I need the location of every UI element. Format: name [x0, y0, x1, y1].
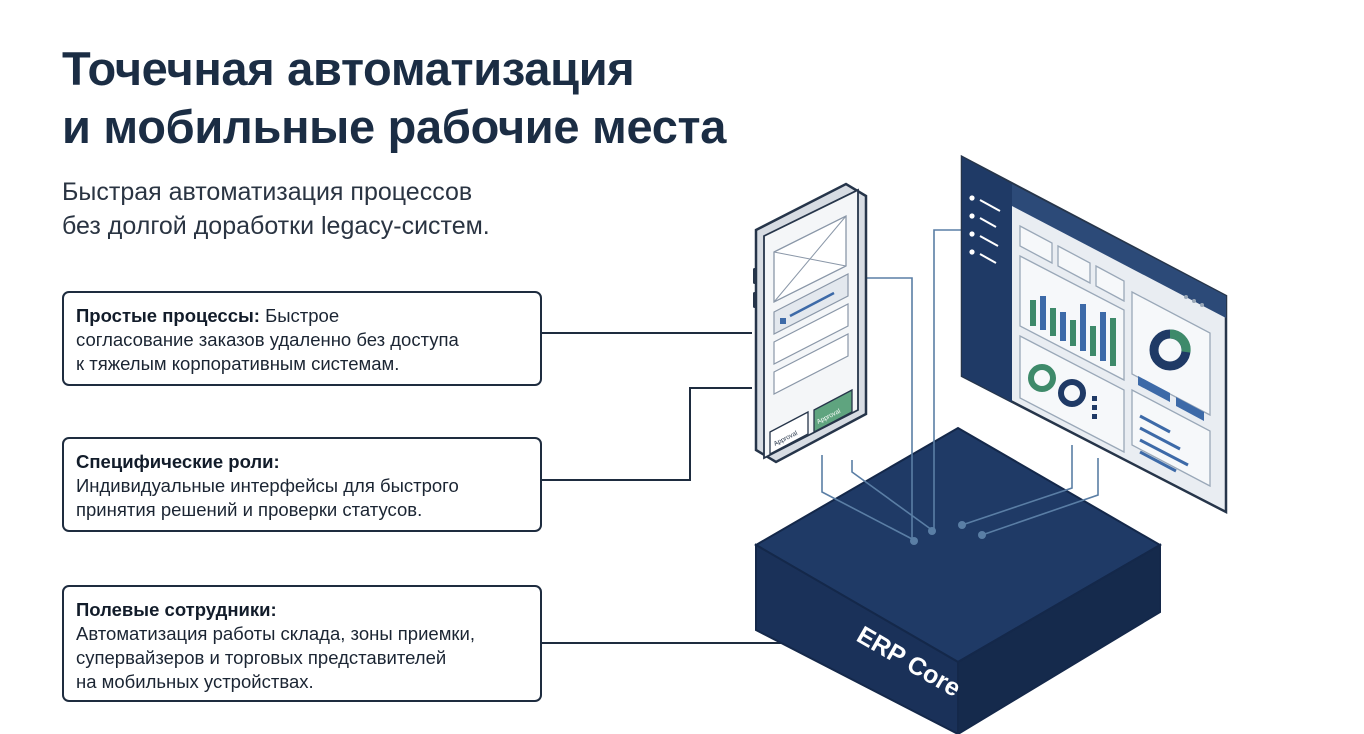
connector-dot [958, 521, 966, 529]
card-lead: Быстрое [259, 305, 340, 326]
phone-list-item [773, 303, 849, 365]
card-specific-roles: Специфические роли: Индивидуальные интер… [62, 437, 542, 532]
card-connectors [542, 332, 800, 644]
phone-approval-button-left [769, 410, 809, 456]
page-title: Точечная автоматизация и мобильные рабоч… [62, 40, 726, 156]
phone-list-item [773, 333, 849, 395]
connector-dot [910, 537, 918, 545]
card-heading: Специфические роли: [76, 451, 280, 472]
data-line [961, 445, 1073, 526]
monitor-sidebar [962, 157, 1012, 402]
monitor-list-panel [1131, 388, 1211, 488]
monitor-bars [1030, 296, 1116, 366]
card-text-line: к тяжелым корпоративным системам. [76, 353, 400, 374]
data-connectors [821, 229, 1099, 541]
card-text-line: согласование заказов удаленно без доступ… [76, 329, 459, 350]
monitor-pie-button [1176, 397, 1204, 421]
title-line-1: Точечная автоматизация [62, 42, 635, 95]
erp-core-box: ERP Core [754, 426, 1162, 734]
card-text-line: Автоматизация работы склада, зоны приемк… [76, 623, 475, 644]
monitor-window-dots [1184, 295, 1204, 307]
monitor-list-lines [1139, 414, 1189, 473]
subtitle: Быстрая автоматизация процессов без долг… [62, 175, 490, 243]
subtitle-line-1: Быстрая автоматизация процессов [62, 178, 473, 206]
smartphone: Approval Approval [753, 182, 868, 464]
title-line-2: и мобильные рабочие места [62, 100, 727, 153]
data-line [866, 277, 913, 540]
monitor-legend [1092, 396, 1097, 419]
card-field-employees: Полевые сотрудники: Автоматизация работы… [62, 585, 542, 702]
data-connector-dots [910, 521, 986, 545]
card-text-line: на мобильных устройствах. [76, 671, 314, 692]
monitor-bar-chart-panel [1019, 254, 1125, 382]
core-right-face [957, 543, 1161, 734]
data-line [821, 455, 915, 541]
monitor-donut-icon [1028, 364, 1056, 392]
monitor-header [1012, 184, 1226, 318]
card-heading: Полевые сотрудники: [76, 599, 277, 620]
card-heading: Простые процессы: [76, 305, 260, 326]
phone-side-buttons [753, 268, 757, 308]
card-text-line: принятия решений и проверки статусов. [76, 499, 423, 520]
card-text-line: супервайзеров и торговых представителей [76, 647, 447, 668]
monitor-donut-icon [1058, 379, 1086, 407]
phone-approval-button-right [813, 388, 853, 434]
card-text-line: Индивидуальные интерфейсы для быстрого [76, 475, 459, 496]
card-simple-processes: Простые процессы: Быстрое согласование з… [62, 291, 542, 386]
data-line [981, 458, 1099, 536]
data-line [851, 460, 933, 531]
monitor-sidebar-items [969, 195, 1001, 264]
connector-dot [928, 527, 936, 535]
connector-dot [978, 531, 986, 539]
monitor-pie-button [1138, 376, 1170, 402]
subtitle-line-2: без долгой доработки legacy-систем. [62, 212, 490, 240]
connector-card2-phone [542, 387, 752, 481]
desktop-monitor [960, 154, 1228, 515]
monitor-stat-cards [1019, 224, 1125, 303]
core-left-face [755, 543, 959, 734]
